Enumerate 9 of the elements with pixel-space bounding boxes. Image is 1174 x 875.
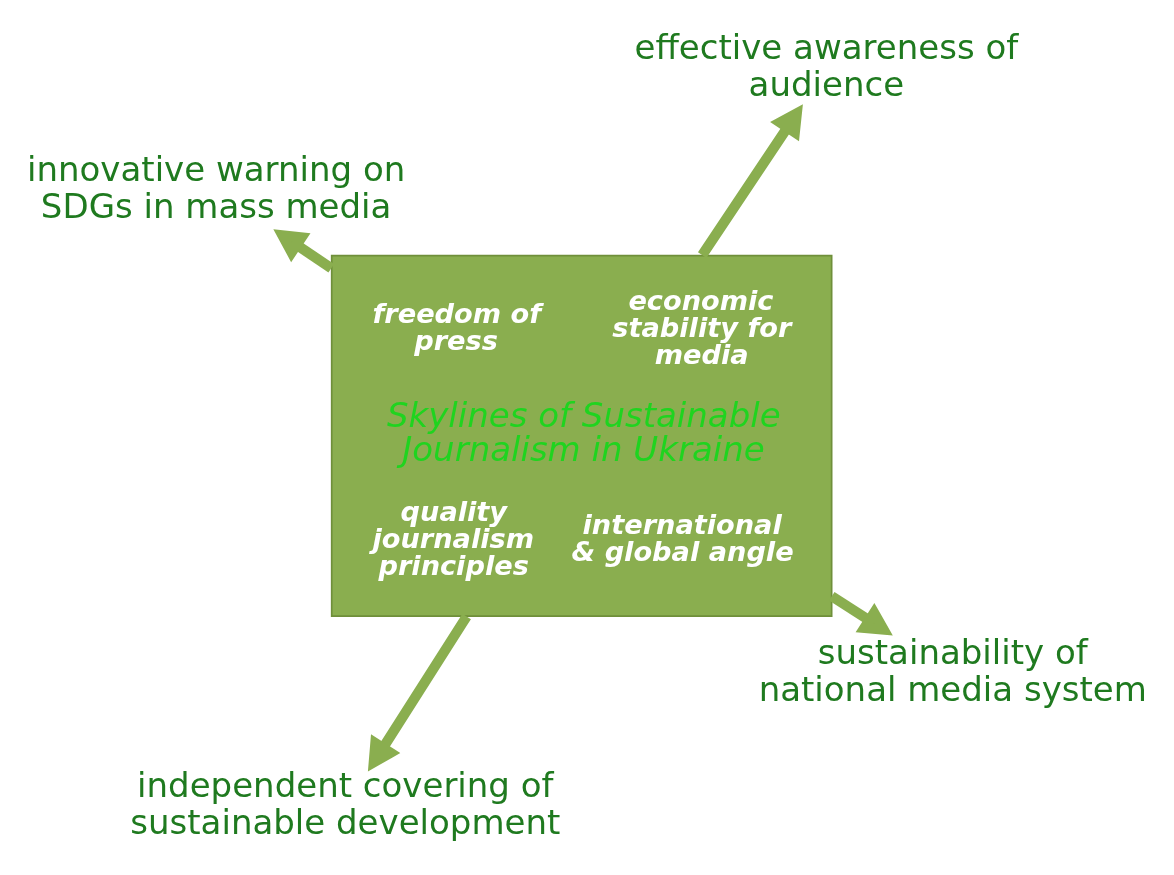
node-box: freedom of press economic stability for media Skylines of Sustainable Journalism in Ukraine quality journalism principles international & global angle xyxy=(330,254,833,617)
arrow xyxy=(829,591,893,635)
arrow xyxy=(367,613,471,772)
node-text: sustainability of national media system xyxy=(758,631,1147,709)
arrow xyxy=(273,228,335,272)
node-text: independent covering of sustainable development xyxy=(130,764,561,842)
arrow xyxy=(698,103,803,258)
node-text: effective awareness of audience xyxy=(634,26,1019,104)
node-text: innovative warning on SDGs in mass media xyxy=(27,148,406,226)
